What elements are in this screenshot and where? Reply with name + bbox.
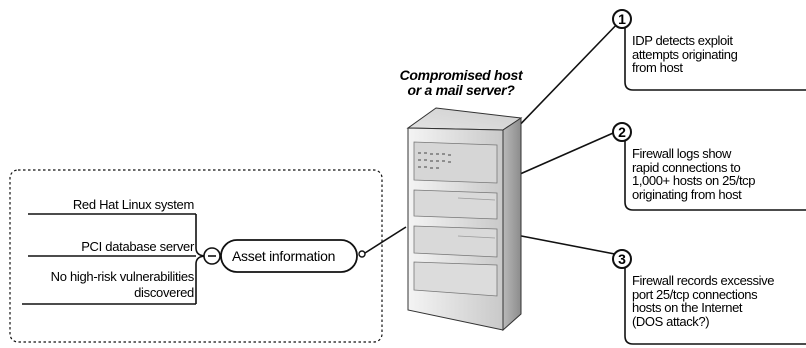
asset-information-node[interactable]: [220, 239, 358, 273]
event-1-text: IDP detects exploit attempts originating…: [632, 33, 738, 76]
asset-item-role: PCI database server: [81, 239, 194, 254]
event-2-text: Firewall logs show rapid connections to …: [632, 146, 756, 202]
asset-item-vuln-line2: discovered: [134, 285, 194, 300]
asset-group-box: [9, 169, 383, 343]
asset-item-os: Red Hat Linux system: [72, 197, 194, 212]
server-caption-line1: Compromised host: [399, 67, 523, 83]
event-3-number-badge: 3: [612, 249, 632, 269]
server-icon: [406, 107, 523, 332]
callout-brackets: [624, 18, 806, 345]
asset-information-label: Asset information: [232, 248, 336, 264]
asset-item-vuln-line1: No high-risk vulnerabilities: [50, 269, 195, 284]
server-caption-line2: or a mail server?: [407, 82, 515, 98]
collapse-minus-icon[interactable]: [203, 247, 221, 265]
server-caption: Compromised host or a mail server?: [386, 68, 536, 98]
event-2-number-badge: 2: [612, 122, 632, 142]
event-3-text: Firewall records excessive port 25/tcp c…: [632, 273, 775, 329]
connector-dot: [358, 250, 366, 258]
event-1-number-badge: 1: [612, 9, 632, 29]
connection-lines: [364, 18, 623, 256]
